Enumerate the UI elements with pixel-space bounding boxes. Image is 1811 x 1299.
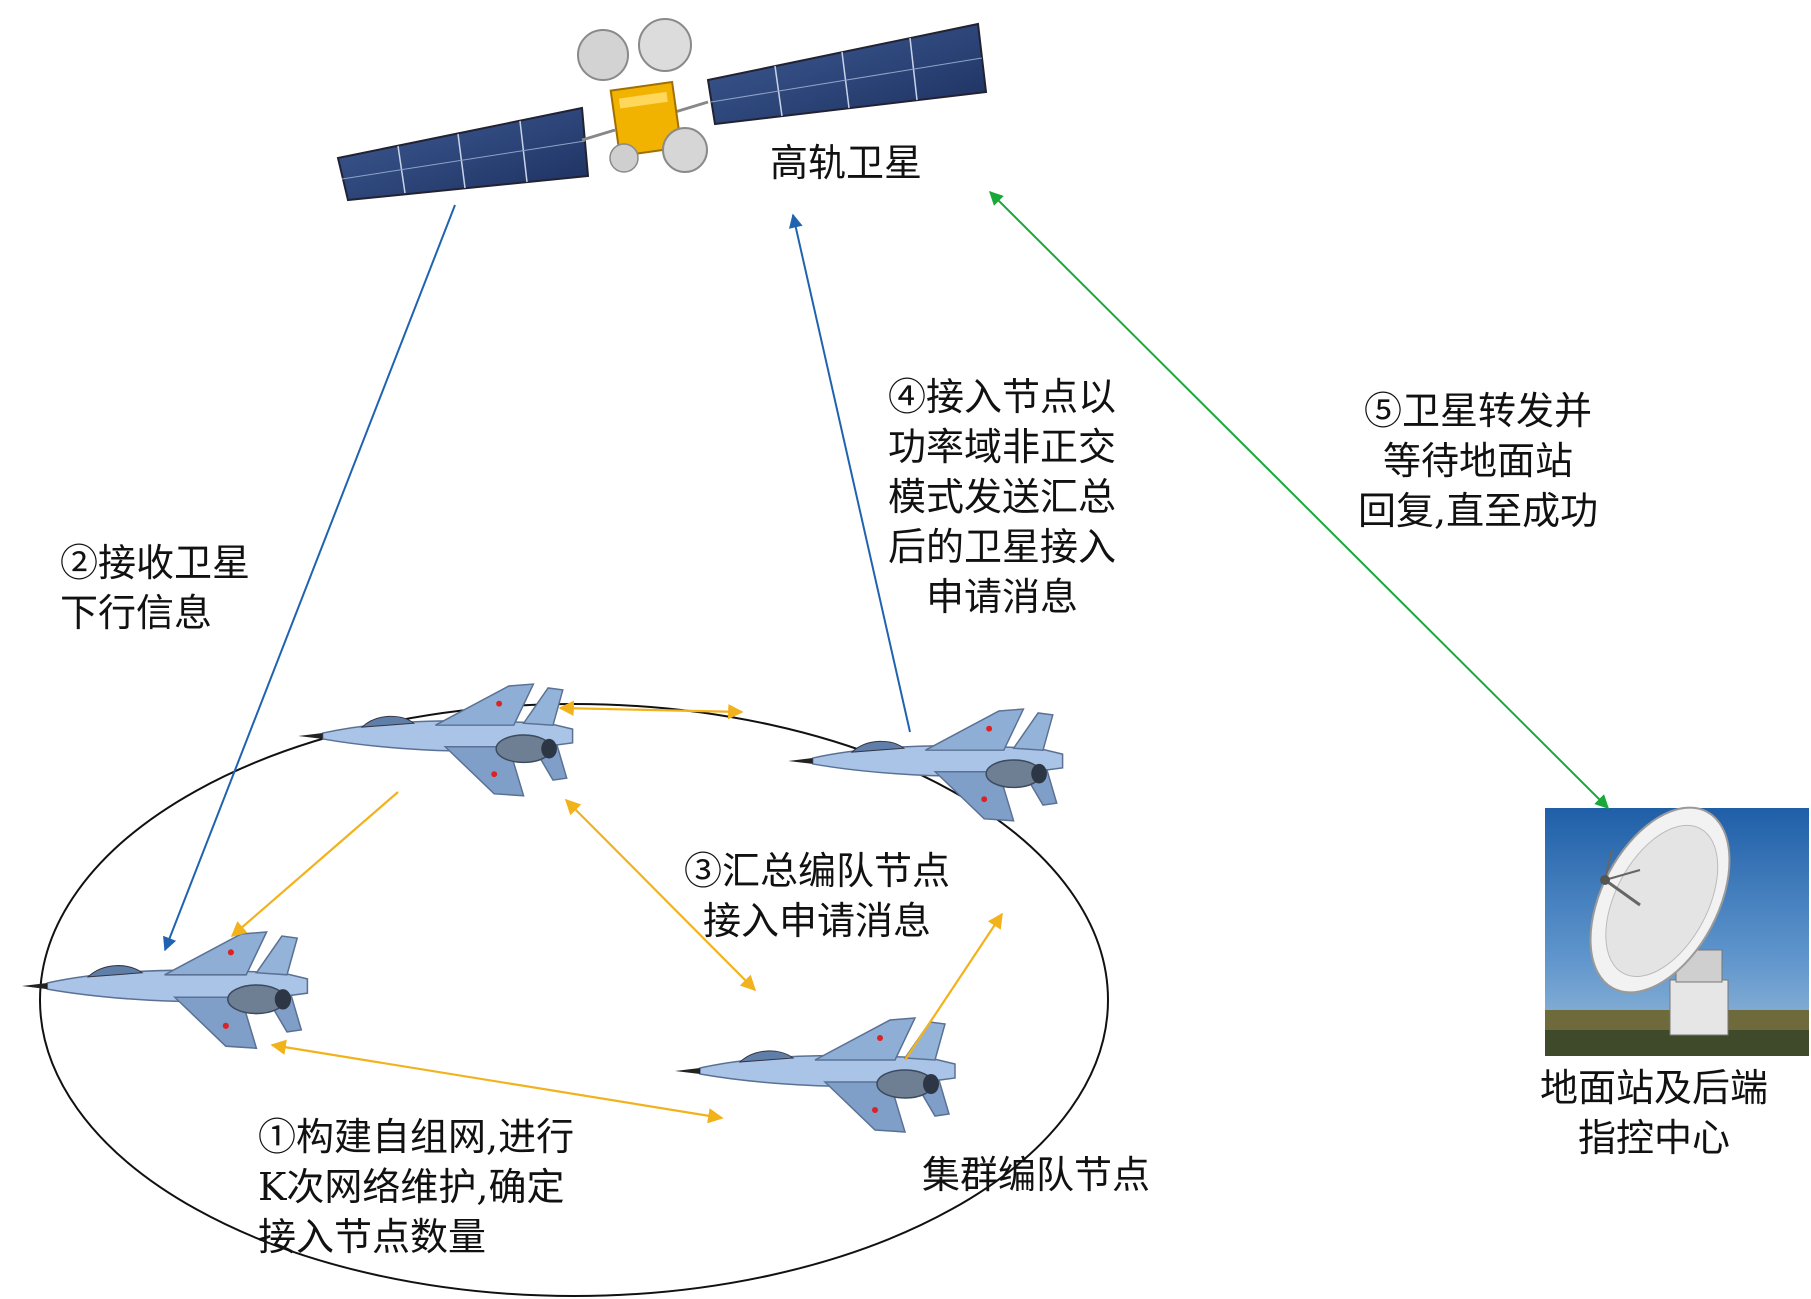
satellite-label: 高轨卫星: [770, 138, 922, 188]
step3-label: ③汇总编队节点 接入申请消息: [684, 846, 950, 946]
link-arrow: [558, 700, 744, 720]
step1-line2: K次网络维护,确定: [258, 1165, 565, 1209]
step1-label: ①构建自组网,进行 K次网络维护,确定 接入节点数量: [258, 1112, 574, 1262]
step1-line3: 接入节点数量: [258, 1215, 487, 1259]
step2-line2: 下行信息: [60, 591, 213, 635]
ground-station-line1: 地面站及后端: [1540, 1066, 1769, 1110]
step5-line1: ⑤卫星转发并: [1364, 389, 1593, 433]
fighter-jet-icon: [787, 708, 1064, 822]
step4-line5: 申请消息: [926, 575, 1079, 619]
step4-line1: ④接入节点以: [888, 375, 1117, 419]
step3-line1: ③汇总编队节点: [684, 849, 951, 893]
link-arrow: [230, 791, 399, 938]
cluster-label-text: 集群编队节点: [922, 1153, 1151, 1197]
step5-line2: 等待地面站: [1383, 439, 1574, 483]
step2-label: ②接收卫星 下行信息: [60, 538, 250, 638]
step2-line1: ②接收卫星: [60, 541, 251, 585]
radar-dish-icon: [1545, 806, 1809, 1056]
step3-line2: 接入申请消息: [703, 899, 932, 943]
ground-station-line2: 指控中心: [1578, 1116, 1731, 1160]
step4-label: ④接入节点以 功率域非正交 模式发送汇总 后的卫星接入 申请消息: [888, 372, 1116, 622]
uplink-arrow: [788, 213, 911, 733]
satellite-label-text: 高轨卫星: [770, 141, 923, 185]
relay-arrow: [989, 191, 1609, 809]
ground-station-label: 地面站及后端 指控中心: [1540, 1063, 1768, 1163]
step5-line3: 回复,直至成功: [1358, 489, 1599, 533]
step4-line4: 后的卫星接入: [888, 525, 1117, 569]
fighter-jet-icon: [674, 1017, 956, 1133]
link-arrow: [904, 912, 1003, 1061]
step4-line3: 模式发送汇总: [888, 475, 1117, 519]
cluster-label: 集群编队节点: [922, 1150, 1150, 1200]
step1-line1: ①构建自组网,进行: [258, 1115, 575, 1159]
link-arrow: [270, 1039, 724, 1124]
step5-label: ⑤卫星转发并 等待地面站 回复,直至成功: [1358, 386, 1598, 536]
downlink-arrow: [163, 204, 456, 952]
step4-line2: 功率域非正交: [888, 425, 1117, 469]
fighter-jet-icon: [297, 683, 574, 797]
link-arrow: [564, 798, 757, 992]
satellite-icon: [336, 18, 988, 202]
